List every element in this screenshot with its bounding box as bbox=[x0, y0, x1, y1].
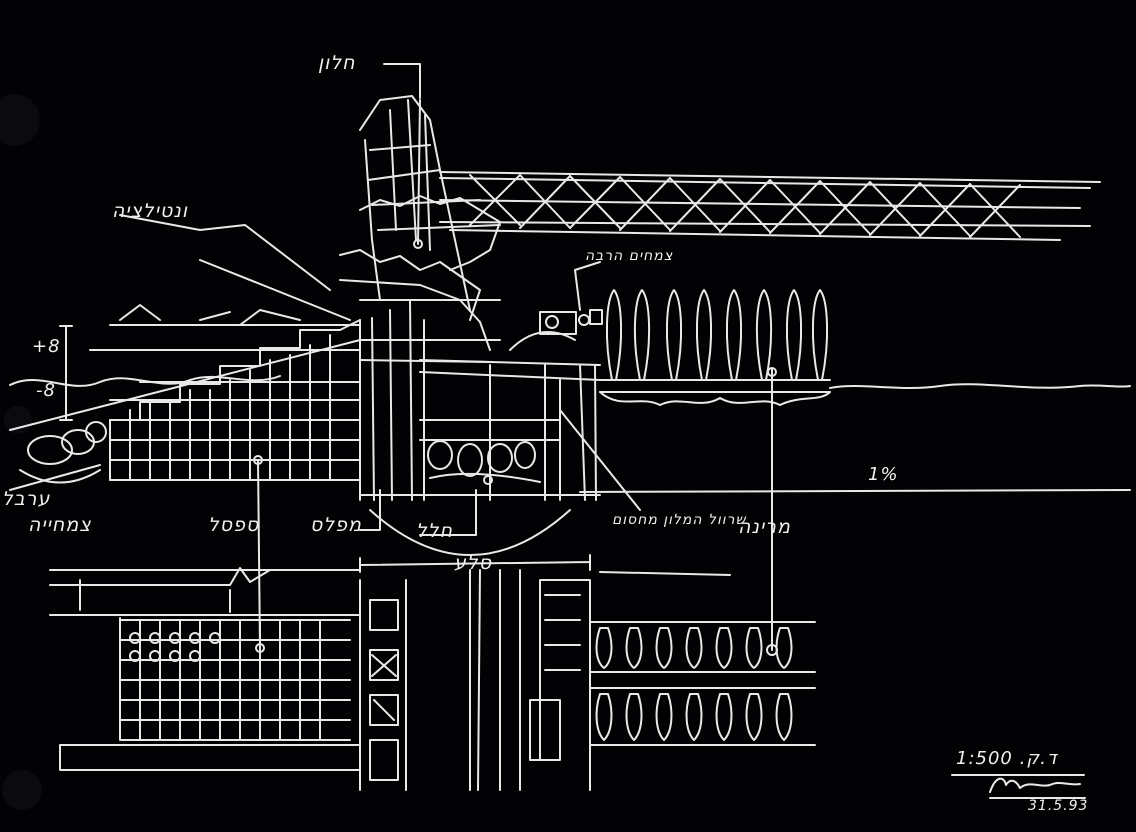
label-bottom-left-1: צמחייה bbox=[28, 514, 92, 536]
label-bottom-left-2: ספסל bbox=[208, 514, 260, 536]
label-bottom-center-1: מפלס bbox=[310, 514, 362, 536]
label-dimension: סלע bbox=[454, 552, 493, 574]
elevation-plus: +8 bbox=[32, 336, 61, 357]
label-top-tower: חלון bbox=[318, 52, 356, 74]
label-far-left: ערבל bbox=[2, 488, 51, 510]
scale-note: 1:500 .ד.ק bbox=[956, 748, 1058, 769]
label-bottom-right-1: שרוול המלון מחסום bbox=[612, 512, 747, 528]
label-bottom-right-2: מרינה bbox=[738, 516, 791, 538]
label-bottom-center-2: חלל bbox=[416, 520, 454, 542]
date-note: 31.5.93 bbox=[1028, 798, 1089, 814]
label-right-upper: צמחים הרבה bbox=[585, 248, 674, 264]
slope-label: 1% bbox=[868, 464, 899, 485]
elevation-minus: -8 bbox=[36, 380, 56, 401]
label-left-upper: ונטילציה bbox=[112, 200, 189, 222]
